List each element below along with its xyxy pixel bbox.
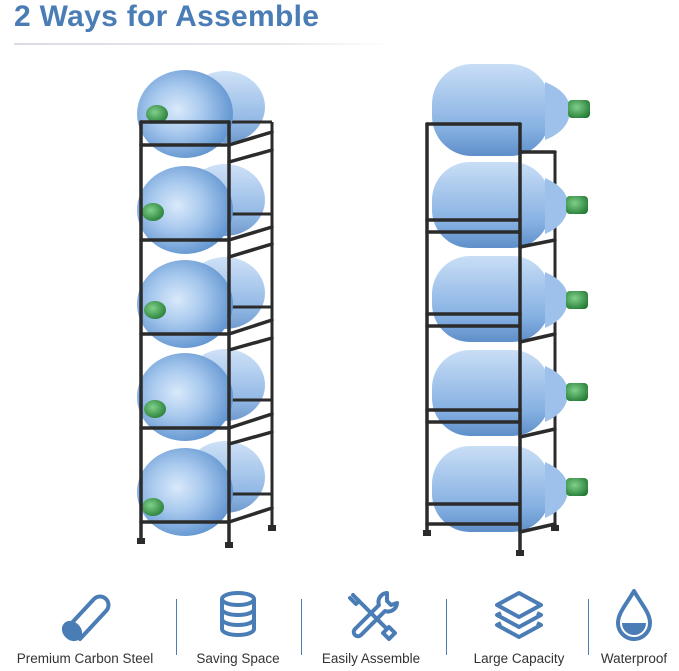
feature-label: Saving Space (196, 651, 280, 666)
feature-label: Large Capacity (473, 651, 565, 666)
stack-coins-icon (220, 591, 256, 637)
tools-icon (348, 591, 399, 641)
vertical-rack (137, 70, 276, 548)
features-row: Premium Carbon Steel Saving Space Easily… (0, 585, 679, 671)
feature-item: Easily Assemble (304, 585, 438, 671)
front-bottles (137, 70, 233, 536)
feature-item: Premium Carbon Steel (0, 585, 170, 671)
feature-label: Premium Carbon Steel (16, 651, 154, 666)
water-drop-icon (616, 589, 652, 641)
side-rack (423, 64, 590, 556)
layers-icon (495, 591, 543, 639)
feature-item: Saving Space (178, 585, 298, 671)
feature-label: Waterproof (600, 651, 668, 666)
feature-item: Waterproof (592, 585, 676, 671)
side-bottles (432, 64, 590, 532)
feature-divider (301, 599, 302, 655)
feature-divider (176, 599, 177, 655)
page-title: 2 Ways for Assemble (14, 0, 320, 33)
feature-label: Easily Assemble (321, 651, 421, 666)
feature-divider (588, 599, 589, 655)
feature-divider (446, 599, 447, 655)
title-underline (14, 43, 394, 45)
product-illustration (137, 64, 590, 556)
steel-tube-icon (61, 594, 111, 642)
feature-item: Large Capacity (452, 585, 586, 671)
